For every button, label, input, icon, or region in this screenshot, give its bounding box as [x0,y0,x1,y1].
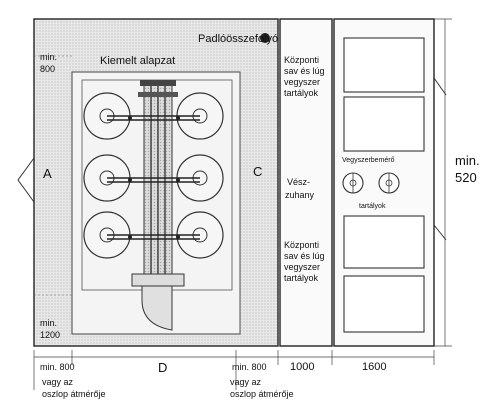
central-tanks-top-1: Központi [284,55,319,65]
label-d: D [158,360,167,375]
pipe-valves [128,116,180,239]
right-wall-mark-top [433,77,447,96]
left-door-mark [17,157,35,203]
raised-base-label: Kiemelt alapzat [100,55,175,67]
dim-min-800-right: min. 800 [232,362,267,372]
label-a: A [43,166,52,181]
min-520-line1: min. [455,153,480,168]
manifold-base [131,273,185,287]
central-tanks-top-3: vegyszer [284,77,320,87]
dim-min-800-left: min. 800 [40,362,75,372]
cabinet-4 [343,275,425,333]
central-tanks-bottom-1: Központi [284,240,319,250]
emergency-shower-2: zuhany [285,190,315,200]
min-1200-line2: 1200 [40,330,60,340]
note-left-1: vagy az [42,377,74,387]
central-tanks-top-2: sav és lúg [284,66,325,76]
emergency-shower-1: Vész- [287,177,310,187]
min-1200-line1: min. [40,318,57,328]
drain-elbow [141,285,173,331]
manifold-header [138,92,178,97]
central-tanks-top-4: tartályok [284,88,319,98]
min-520-line2: 520 [455,170,477,185]
right-wall-mark-bottom [433,224,447,241]
dosing-tank-left [342,172,364,194]
dosing-tanks-title: Vegyszerbemérő [342,157,395,164]
dosing-tanks-bottom: tartályok [359,203,386,210]
shower-room-outline [279,18,333,347]
note-right-2: oszlop átmérője [230,389,294,399]
central-tanks-bottom-3: vegyszer [284,262,320,272]
cabinet-3 [343,215,425,269]
central-tanks-bottom-4: tartályok [284,273,319,283]
dosing-tank-right [378,172,400,194]
note-right-1: vagy az [230,377,262,387]
central-tanks-bottom-2: sav és lúg [284,251,325,261]
manifold-cap [140,80,176,86]
dim-1000: 1000 [290,361,314,373]
min-800-top-line1: min. [40,52,57,62]
dim-1600: 1600 [362,361,386,373]
cabinet-2 [343,96,425,152]
label-c: C [253,164,262,179]
pipe-rows [107,115,200,240]
min-800-top-line2: 800 [40,64,55,74]
cabinet-1 [343,37,425,93]
floor-drain-icon [260,33,270,43]
note-left-2: oszlop átmérője [42,389,106,399]
floor-drain-label: Padlóösszefolyó [198,33,278,45]
